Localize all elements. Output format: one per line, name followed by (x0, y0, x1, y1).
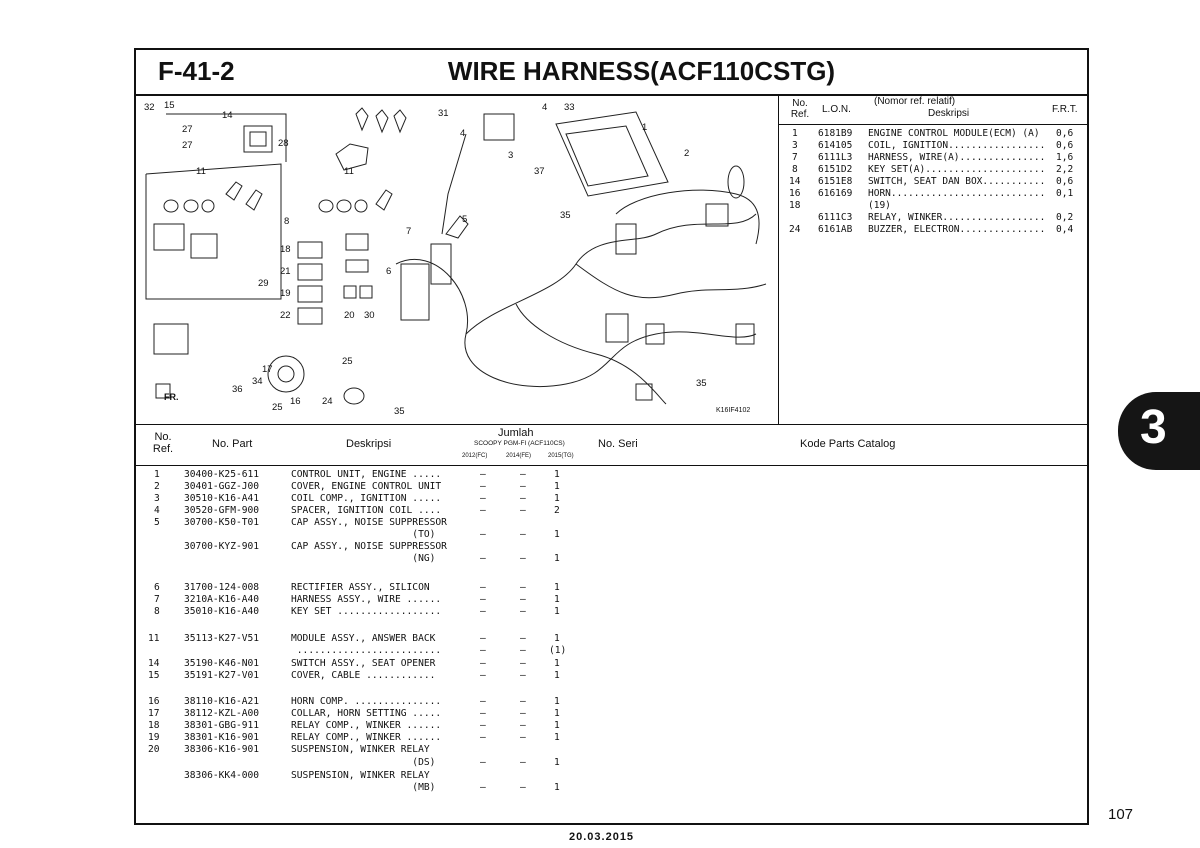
ecm-col-no: No. Ref. (790, 98, 810, 120)
flat-rate-table: No. Ref. L.O.N. (Nomor ref. relatif) Des… (778, 94, 1089, 424)
page-number: 107 (1108, 806, 1134, 823)
svg-text:15: 15 (164, 100, 175, 111)
svg-text:18: 18 (280, 244, 291, 255)
svg-text:37: 37 (534, 166, 545, 177)
col-2014: 2014(FE) (506, 453, 532, 459)
svg-text:24: 24 (322, 396, 333, 407)
svg-text:30: 30 (364, 310, 375, 321)
svg-text:27: 27 (182, 124, 193, 135)
ecm-col-frt: F.R.T. (1052, 104, 1078, 115)
col-no-ref: No. Ref. (152, 431, 174, 455)
col-catalog: Kode Parts Catalog (800, 438, 896, 450)
svg-text:11: 11 (196, 166, 206, 177)
svg-text:34: 34 (252, 376, 263, 387)
title-row: F-41-2 WIRE HARNESS(ACF110CSTG) (136, 50, 1087, 96)
svg-text:22: 22 (280, 310, 291, 321)
parts-table-header: No. Ref. No. Part Deskripsi Jumlah SCOOP… (136, 424, 1087, 466)
svg-text:11: 11 (344, 166, 354, 177)
svg-text:35: 35 (394, 406, 405, 417)
svg-text:35: 35 (696, 378, 707, 389)
ecm-col-desc-top: (Nomor ref. relatif) (874, 96, 956, 107)
svg-text:6: 6 (386, 266, 391, 277)
col-desc: Deskripsi (346, 438, 392, 450)
svg-text:5: 5 (462, 214, 467, 225)
svg-text:25: 25 (272, 402, 283, 413)
ecm-col-desc: Deskripsi (928, 108, 970, 119)
col-2012: 2012(FC) (462, 453, 488, 459)
svg-text:K16IF4102: K16IF4102 (716, 407, 750, 414)
ecm-col-lon: L.O.N. (822, 104, 851, 115)
svg-text:FR.: FR. (164, 392, 179, 402)
svg-text:27: 27 (182, 140, 193, 151)
section-tab: 3 (1118, 392, 1200, 470)
svg-text:25: 25 (342, 356, 353, 367)
svg-text:2: 2 (684, 148, 689, 159)
col-model: SCOOPY PGM-FI (ACF110CS) (474, 440, 565, 447)
col-jumlah: Jumlah (498, 427, 534, 439)
svg-text:19: 19 (280, 288, 291, 299)
print-date: 20.03.2015 (569, 831, 635, 843)
svg-text:35: 35 (560, 210, 571, 221)
svg-text:3: 3 (508, 150, 513, 161)
svg-text:32: 32 (144, 102, 155, 113)
svg-text:17: 17 (262, 364, 273, 375)
svg-text:14: 14 (222, 110, 233, 121)
svg-text:21: 21 (280, 266, 291, 277)
col-no-part: No. Part (212, 438, 253, 450)
figure-code: F-41-2 (158, 56, 235, 86)
svg-text:36: 36 (232, 384, 243, 395)
svg-text:28: 28 (278, 138, 289, 149)
page-title: WIRE HARNESS(ACF110CSTG) (447, 56, 836, 86)
svg-text:4: 4 (542, 102, 547, 113)
svg-text:8: 8 (284, 216, 289, 227)
svg-text:20: 20 (344, 310, 355, 321)
svg-text:7: 7 (406, 226, 411, 237)
page-frame: F-41-2 WIRE HARNESS(ACF110CSTG) (134, 48, 1089, 825)
col-no-seri: No. Seri (598, 438, 638, 450)
svg-text:16: 16 (290, 396, 301, 407)
col-2015: 2015(TG) (548, 453, 574, 459)
svg-text:29: 29 (258, 278, 269, 289)
svg-text:1: 1 (642, 122, 647, 133)
svg-text:4: 4 (460, 128, 465, 139)
svg-text:33: 33 (564, 102, 575, 113)
svg-text:31: 31 (438, 108, 449, 119)
section-number: 3 (1140, 401, 1167, 454)
